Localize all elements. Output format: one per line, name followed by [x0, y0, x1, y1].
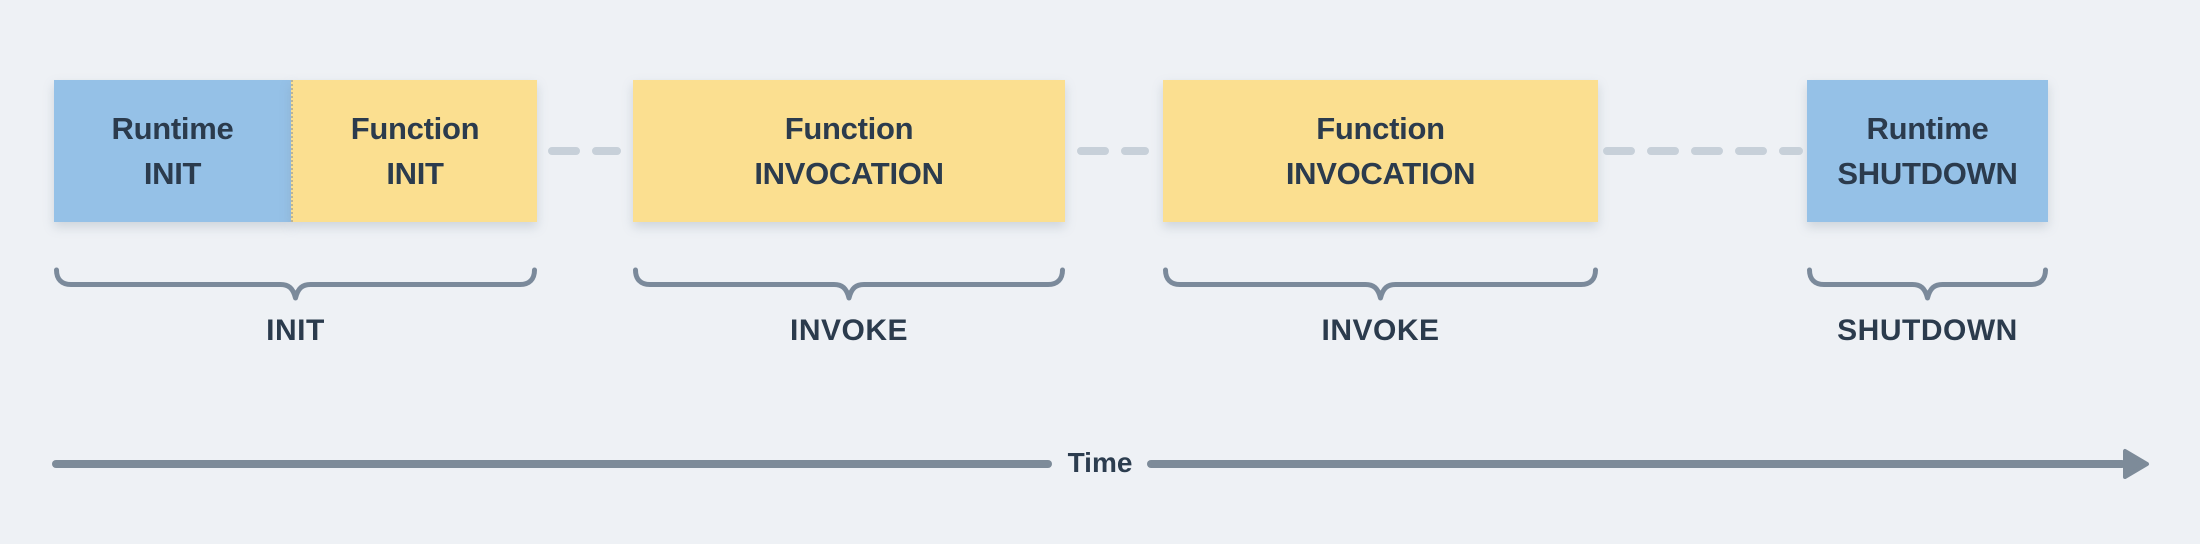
- function-invocation-1-line2: INVOCATION: [754, 156, 944, 191]
- shutdown-brace: [1807, 267, 2048, 301]
- timeline-arrowhead-icon: [2123, 449, 2149, 479]
- invoke-2-brace-path: [1163, 267, 1598, 301]
- phase-label-init: INIT: [266, 314, 325, 347]
- function-invocation-2-line1: Function: [1316, 111, 1445, 146]
- invoke-2-brace: [1163, 267, 1598, 301]
- function-invocation-2-line2: INVOCATION: [1285, 156, 1476, 191]
- runtime-shutdown-line1: Runtime: [1866, 111, 1989, 146]
- function-invocation-2-box: Function INVOCATION: [1163, 80, 1598, 222]
- init-brace-path: [54, 267, 537, 301]
- phase-label-invoke-1: INVOKE: [789, 314, 909, 347]
- runtime-init-line2: INIT: [143, 156, 202, 191]
- phase-label-shutdown: SHUTDOWN: [1837, 314, 2018, 347]
- runtime-shutdown-box: Runtime SHUTDOWN: [1807, 80, 2048, 222]
- function-init-box: Function INIT: [291, 80, 537, 222]
- invoke-1-brace-path: [633, 267, 1065, 301]
- function-init-line1: Function: [350, 111, 480, 146]
- shutdown-brace-path: [1807, 267, 2048, 301]
- invoke-1-brace: [633, 267, 1065, 301]
- runtime-init-line1: Runtime: [111, 111, 234, 146]
- function-invocation-1-box: Function INVOCATION: [633, 80, 1065, 222]
- time-axis-label: Time: [1067, 447, 1133, 478]
- function-invocation-1-line1: Function: [784, 111, 914, 146]
- runtime-init-box: Runtime INIT: [54, 80, 291, 222]
- phase-label-invoke-2: INVOKE: [1321, 314, 1440, 347]
- runtime-shutdown-line2: SHUTDOWN: [1837, 156, 2018, 191]
- function-init-line2: INIT: [386, 156, 444, 191]
- init-brace: [54, 267, 537, 301]
